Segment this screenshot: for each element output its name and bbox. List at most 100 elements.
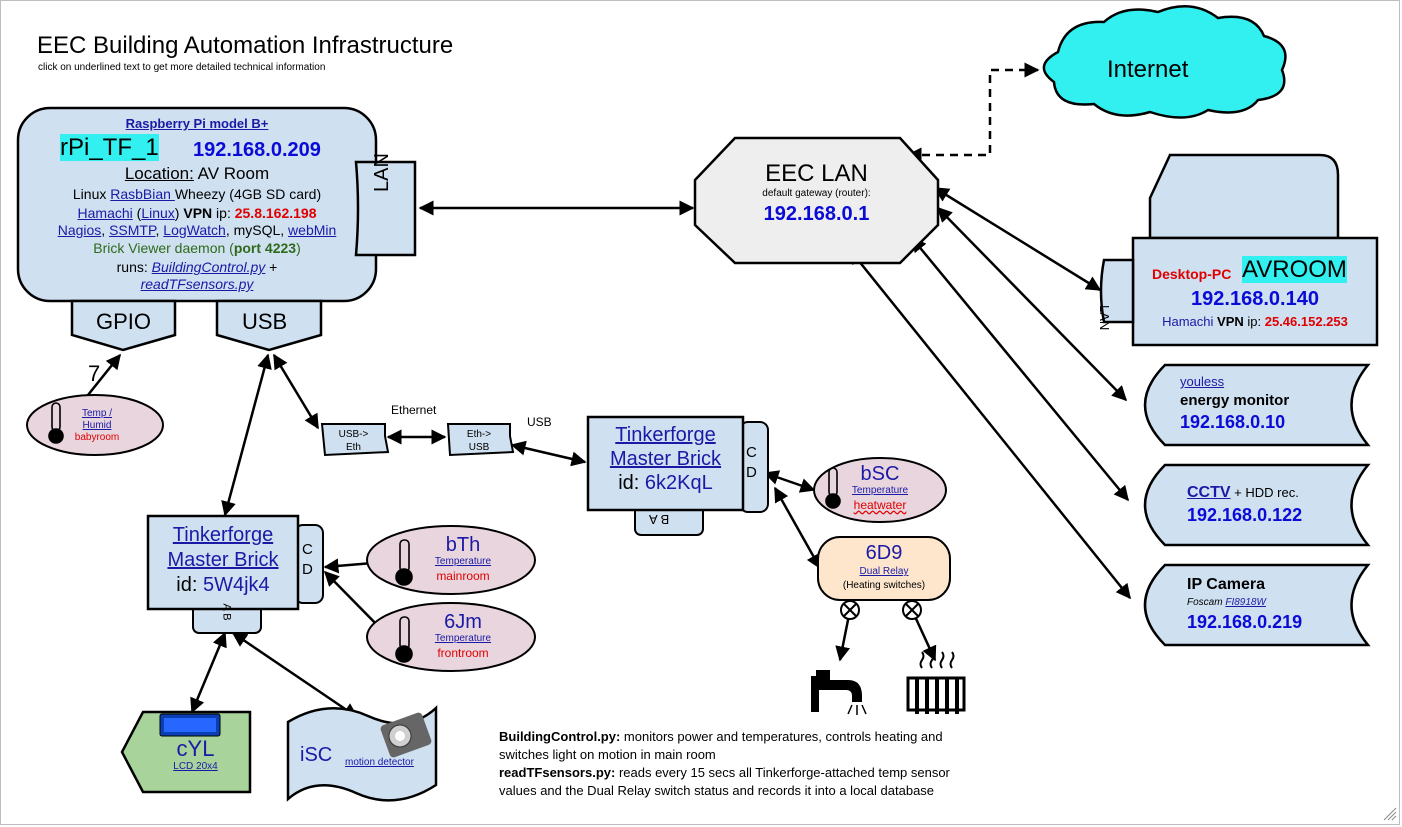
lcd-type-link[interactable]: LCD 20x4 [173, 761, 218, 772]
brick1-id-label: id: [618, 472, 645, 494]
router-box [693, 136, 940, 265]
gpio-label: GPIO [96, 309, 152, 334]
sensor-6jm-type-link[interactable]: Temperature [434, 633, 492, 644]
brick1-ba-label: B A [649, 512, 670, 527]
motion-name: iSC [300, 744, 333, 766]
brick2-ab-label: A B [220, 603, 233, 621]
hamachi-link[interactable]: Hamachi [77, 205, 133, 221]
gpio-port [70, 299, 177, 352]
sensor-bth-room: mainroom [436, 569, 490, 583]
desktop-ip: 192.168.0.140 [1191, 288, 1319, 310]
eth-usb-label-1: Eth-> [466, 429, 492, 440]
motion-sensor-icon [380, 712, 432, 758]
ipcam-model-link[interactable]: FI8918W [1225, 597, 1266, 608]
relay-name: 6D9 [865, 542, 903, 564]
temp-humid-link[interactable]: Temp / [81, 408, 112, 419]
webmin-link[interactable]: webMin [288, 222, 337, 238]
note2-text: reads every 15 secs all Tinkerforge-atta… [615, 765, 950, 780]
usb-eth-converter [320, 423, 390, 457]
desktop-vpn-label: VPN [1217, 314, 1244, 329]
logwatch-link[interactable]: LogWatch [163, 222, 226, 238]
paren: ( [132, 205, 142, 221]
brick1-box [586, 415, 745, 512]
rpi-ip: 192.168.0.209 [193, 139, 321, 161]
note1-title: BuildingControl.py: [499, 729, 621, 744]
rpi-lan-label: LAN [371, 153, 393, 192]
note2-title: readTFsensors.py: [499, 765, 616, 780]
usb-link-label: USB [527, 415, 552, 429]
desktop-lan-port [1099, 258, 1135, 324]
sensor-6jm-name: 6Jm [444, 611, 482, 633]
rpi-lan-port [354, 160, 417, 257]
rpi-os-prefix: Linux [72, 186, 111, 202]
youless-ip: 192.168.0.10 [1180, 412, 1286, 432]
ipcam-name: IP Camera [1187, 576, 1265, 593]
usb-eth-label-1: USB-> [338, 429, 369, 440]
vpn-label: VPN [183, 205, 213, 221]
ipcam-box [1143, 563, 1371, 647]
relay-desc: (Heating switches) [842, 580, 926, 591]
brick1-title-link[interactable]: Tinkerforge [615, 424, 716, 446]
comma: , [101, 222, 110, 238]
usb-port [215, 299, 323, 352]
brick1-cd-label: C D [746, 444, 757, 481]
page-title: EEC Building Automation Infrastructure [37, 32, 454, 59]
ssmtp-link[interactable]: SSMTP [109, 222, 156, 238]
sensor-bsc-name: bSC [860, 463, 900, 485]
mysql-text: , mySQL, [225, 222, 289, 238]
sensor-bsc-type-link[interactable]: Temperature [851, 485, 909, 496]
desktop-ip-label: ip: [1243, 314, 1265, 329]
motion-type-link[interactable]: motion detector [345, 757, 414, 768]
youless-link[interactable]: youless [1180, 374, 1225, 389]
desktop-vpn-ip: 25.46.152.253 [1264, 314, 1348, 329]
note1-line2: switches light on motion in main room [499, 747, 716, 762]
internet-cloud [1042, 5, 1287, 119]
rpi-vpn-ip: 25.8.162.198 [234, 205, 317, 221]
relay-type-link[interactable]: Dual Relay [859, 566, 909, 577]
brick1-title-link-2[interactable]: Master Brick [609, 448, 722, 470]
desktop-label: Desktop-PC [1152, 266, 1232, 282]
sensor-6jm-room: frontroom [437, 646, 489, 660]
comma: , [155, 222, 164, 238]
brick2-cd-label: C D [302, 541, 313, 578]
paren: ) [174, 205, 184, 221]
desktop-hamachi: Hamachi [1162, 314, 1214, 329]
readtfsensors-link[interactable]: readTFsensors.py [140, 276, 254, 292]
desktop-box [1131, 236, 1379, 347]
temp-humid-room: babyroom [74, 432, 120, 443]
buildingcontrol-link[interactable]: BuildingControl.py [151, 259, 266, 275]
brick-daemon-text: Brick Viewer daemon ( [93, 240, 234, 256]
lcd-name: cYL [176, 736, 215, 761]
sensor-bsc-room: heatwater [853, 498, 907, 512]
usb-eth-label-2: Eth [345, 442, 361, 453]
lcd-icon [159, 713, 221, 737]
nagios-link[interactable]: Nagios [57, 222, 102, 238]
sensor-bth-name: bTh [445, 534, 481, 556]
lan-gateway-label: default gateway (router): [762, 188, 871, 199]
desktop-lan-label: LAN [1097, 305, 1112, 331]
cctv-link[interactable]: CCTV [1187, 484, 1231, 501]
brick2-title-link-2[interactable]: Master Brick [167, 549, 279, 571]
lan-name: EEC LAN [765, 160, 868, 187]
ethernet-label: Ethernet [391, 403, 437, 417]
gpio-pin-label: 7 [88, 361, 101, 386]
notes-block: BuildingControl.py: monitors power and t… [499, 728, 950, 800]
brick-daemon-port: port 4223 [233, 240, 297, 256]
youless-name: energy monitor [1180, 392, 1290, 409]
rasbian-link[interactable]: RasbBian [110, 186, 175, 202]
page-subtitle: click on underlined text to get more det… [38, 62, 326, 73]
eth-usb-converter [446, 423, 515, 457]
sensor-bth-type-link[interactable]: Temperature [434, 556, 492, 567]
resize-grip-icon[interactable] [1383, 807, 1397, 821]
rpi-location-link[interactable]: Location: [124, 164, 194, 183]
ipcam-ip: 192.168.0.219 [1187, 612, 1303, 632]
note2-line2: values and the Dual Relay switch status … [499, 783, 935, 798]
linux-link[interactable]: Linux [141, 205, 175, 221]
brick2-id: 5W4jk4 [202, 574, 270, 596]
temp-humid-link-2[interactable]: Humid [82, 420, 112, 431]
rpi-model-link[interactable]: Raspberry Pi model B+ [125, 116, 269, 131]
radiator-icon [906, 651, 966, 714]
lan-ip: 192.168.0.1 [763, 203, 870, 225]
brick2-title-link[interactable]: Tinkerforge [172, 524, 274, 546]
